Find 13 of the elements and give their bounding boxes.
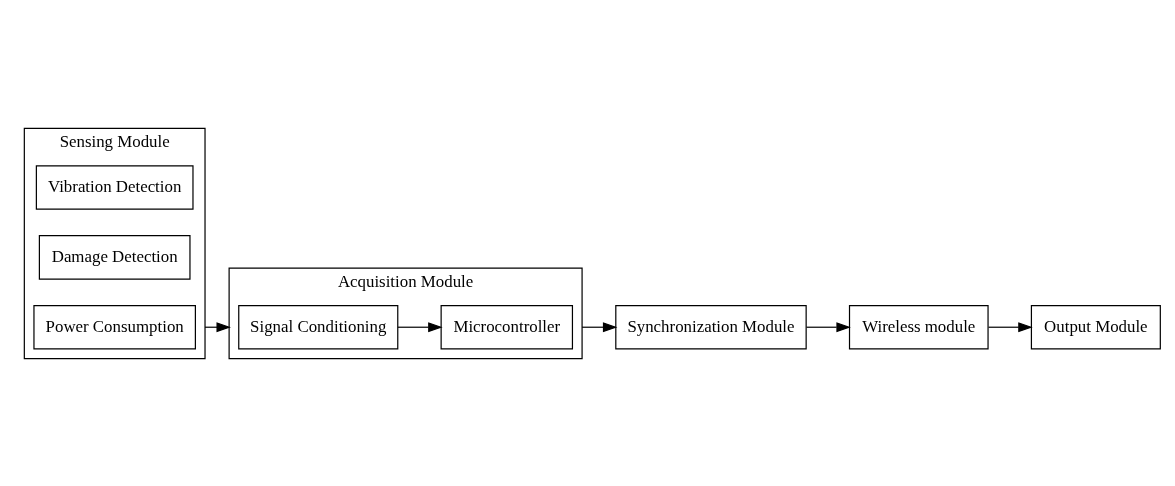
node-box: Wireless module bbox=[848, 304, 989, 349]
node-box: Output Module bbox=[1030, 304, 1161, 349]
arrow bbox=[805, 321, 851, 332]
arrow bbox=[987, 321, 1033, 332]
arrow bbox=[581, 321, 618, 332]
node-box: Synchronization Module bbox=[615, 304, 807, 349]
node-box: Signal Conditioning bbox=[238, 304, 399, 349]
arrow bbox=[204, 321, 231, 332]
arrow bbox=[397, 321, 443, 332]
node-box: Microcontroller bbox=[440, 304, 574, 349]
node-box: Power Consumption bbox=[33, 304, 196, 349]
node-box: Vibration Detection bbox=[35, 164, 194, 210]
node-box: Damage Detection bbox=[38, 234, 191, 280]
